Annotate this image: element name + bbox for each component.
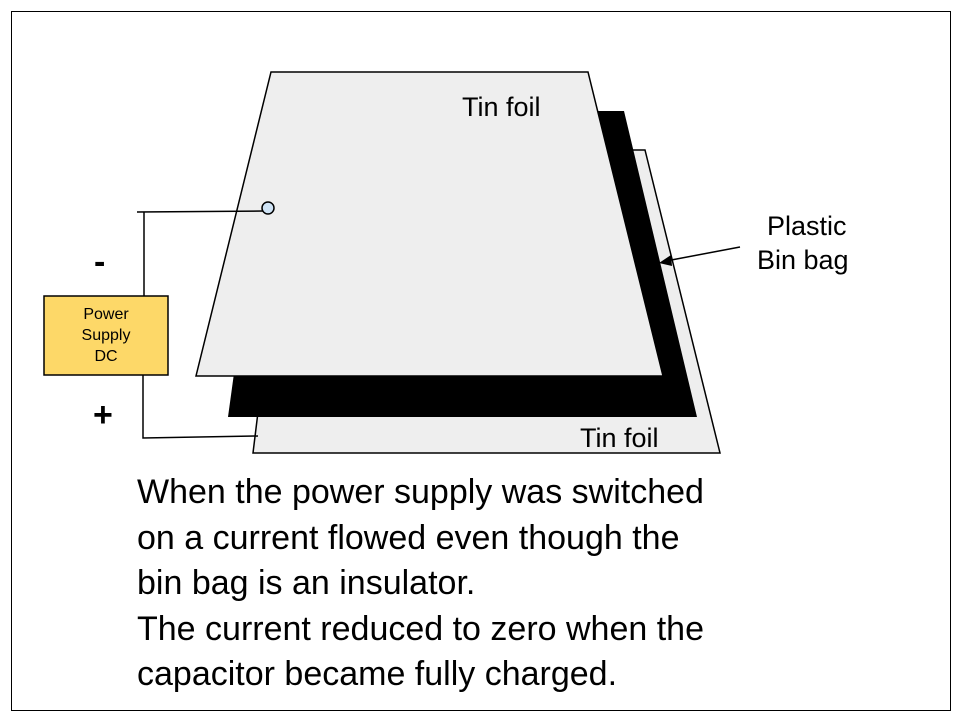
plastic-label-line1: Plastic — [767, 211, 847, 241]
power-supply-line3: DC — [94, 348, 118, 365]
slide-border — [11, 11, 951, 711]
caption-line: When the power supply was switched — [137, 473, 704, 511]
power-supply-line1: Power — [83, 306, 129, 323]
power-supply-box — [43, 295, 169, 376]
caption: When the power supply was switched on a … — [137, 470, 704, 698]
power-supply-label: Power Supply DC — [44, 304, 168, 367]
positive-wire — [142, 375, 259, 439]
caption-line: on a current flowed even though the — [137, 518, 680, 557]
plastic-label-line2: Bin bag — [757, 245, 849, 275]
caption-line: bin bag is an insulator. — [137, 564, 476, 602]
arrowhead-icon — [659, 255, 672, 266]
contact-point — [261, 201, 275, 215]
caption-line: The current reduced to zero when the — [137, 609, 704, 648]
plastic-label: Plastic Bin bag — [757, 209, 849, 277]
caption-line: capacitor became fully charged. — [137, 655, 618, 693]
plastic-pointer-arrow — [665, 246, 741, 262]
top-tin-foil-sheet — [195, 71, 664, 377]
negative-terminal-label: - — [94, 243, 106, 281]
top-tin-foil-label: Tin foil — [462, 92, 541, 122]
positive-terminal-label: + — [93, 396, 113, 434]
power-supply-line2: Supply — [81, 327, 131, 344]
bottom-tin-foil-label: Tin foil — [580, 423, 659, 453]
negative-wire — [136, 210, 264, 213]
